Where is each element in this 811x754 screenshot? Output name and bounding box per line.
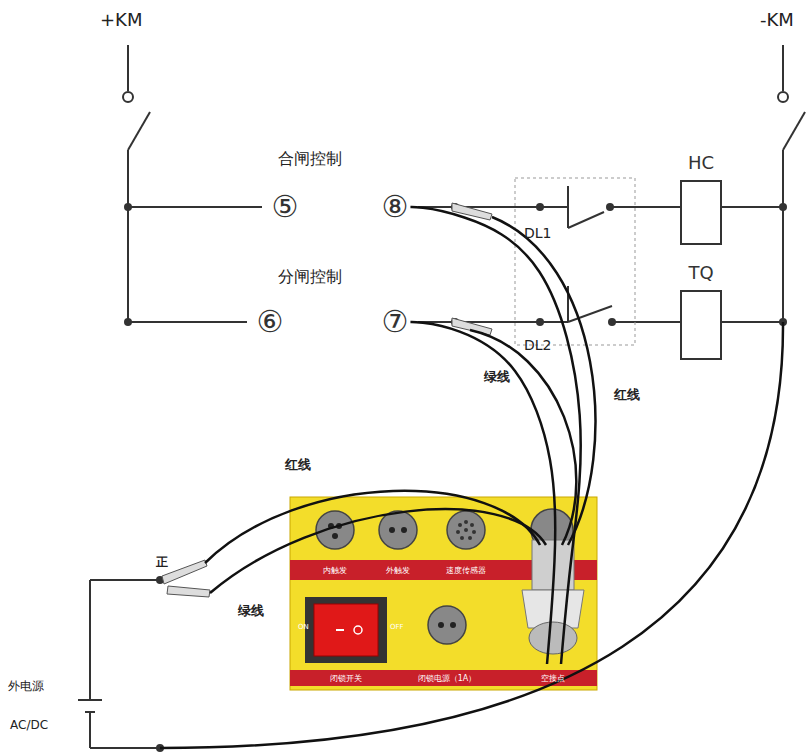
switch-state: OFF [390, 624, 404, 632]
contact-label: DL2 [524, 338, 552, 353]
source-label: 外电源 [8, 680, 44, 693]
terminal: ⑤ [270, 190, 301, 224]
contact-label: DL1 [524, 226, 552, 241]
socket-label: 内触发 [300, 560, 370, 580]
source-label: AC/DC [10, 719, 48, 732]
bus-label: +KM [100, 10, 142, 30]
coil-name: TQ [688, 262, 713, 283]
socket-label: 闭锁电源（1A） [400, 670, 494, 686]
socket-name: 内触发 [300, 565, 370, 576]
switch-state: ON [298, 624, 309, 632]
polarity-label: 正 [156, 556, 168, 569]
coil-box: TQ [680, 290, 722, 360]
bus-label: -KM [760, 10, 794, 30]
wire-connector [410, 322, 555, 664]
socket-label: 速度传感器 [426, 560, 506, 580]
terminal-number: ⑦ [382, 307, 409, 337]
terminal: ⑧ [380, 190, 411, 224]
terminal-number: ⑥ [257, 307, 284, 337]
coil-box: HC [680, 180, 722, 245]
socket-label: 闭锁开关 [301, 670, 391, 686]
socket-name: 外触发 [363, 565, 433, 576]
wire-color-label: 红线 [283, 458, 313, 472]
socket-label: 外触发 [363, 560, 433, 580]
socket-name: 速度传感器 [426, 565, 506, 576]
wire-color-label: 红线 [612, 388, 642, 402]
socket-label: 空接点 [512, 670, 594, 686]
socket-name: 闭锁电源（1A） [400, 673, 494, 684]
terminal: ⑦ [380, 305, 411, 339]
wire-connector [410, 207, 580, 664]
circuit-label: 合闸控制 [278, 150, 342, 168]
terminal-number: ⑤ [272, 192, 299, 222]
terminal: ⑥ [255, 305, 286, 339]
coil-name: HC [688, 152, 714, 173]
wire-color-label: 绿线 [236, 604, 266, 618]
terminal-number: ⑧ [382, 192, 409, 222]
socket-name: 闭锁开关 [301, 673, 391, 684]
circuit-label: 分闸控制 [278, 268, 342, 286]
socket-name: 空接点 [512, 673, 594, 684]
wire-color-label: 绿线 [482, 370, 512, 384]
